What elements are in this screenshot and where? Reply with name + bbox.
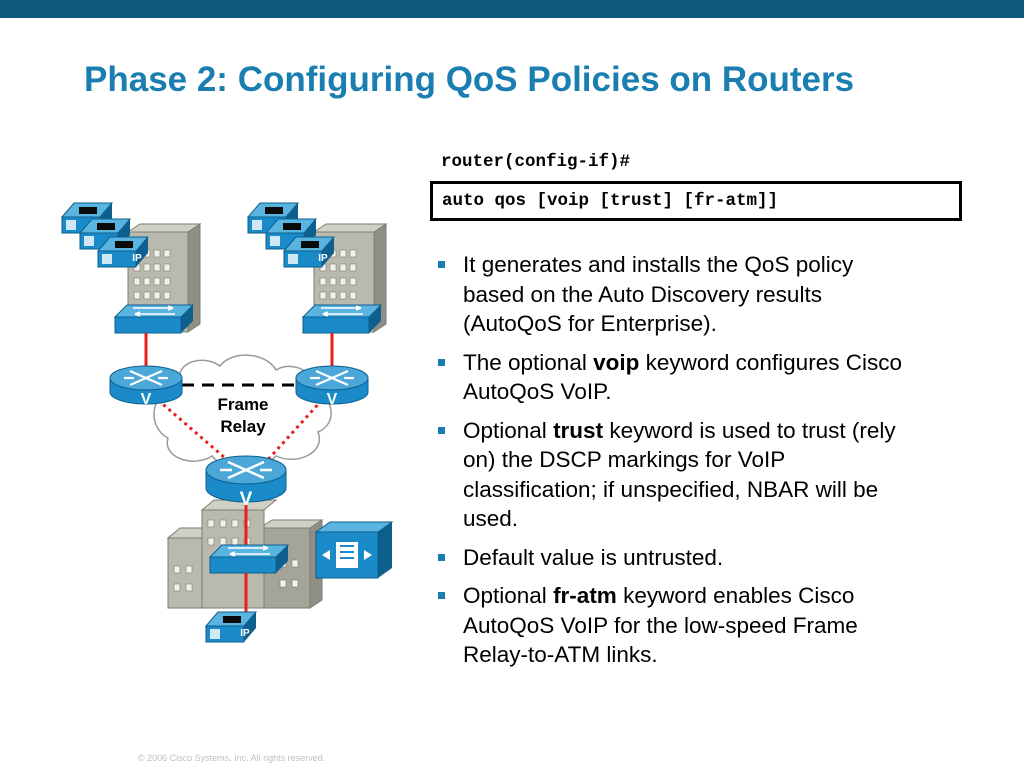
- switch-icon: [302, 304, 382, 334]
- bullet-text-after: keyword enables Cisco AutoQoS VoIP for t…: [463, 583, 858, 667]
- cloud-label-line1: Frame: [217, 395, 268, 414]
- router-label: V: [141, 391, 152, 408]
- bullet-item: Default value is untrusted.: [438, 543, 918, 573]
- bullet-marker: [438, 553, 445, 561]
- cloud-label-line2: Relay: [220, 417, 266, 436]
- bullet-item: Optional trust keyword is used to trust …: [438, 416, 918, 534]
- router-label: V: [240, 489, 253, 510]
- switch-icon: [114, 304, 194, 334]
- network-diagram: IP IP Frame Relay V V: [61, 202, 394, 643]
- router-icon-left: V: [108, 364, 184, 408]
- frame-relay-cloud-icon: [153, 354, 332, 469]
- bullet-keyword: fr-atm: [553, 583, 617, 608]
- bullet-marker: [438, 592, 445, 599]
- bullet-text: Default value is untrusted.: [463, 544, 724, 570]
- router-icon-hq: V: [205, 455, 287, 510]
- bullet-keyword: voip: [593, 349, 640, 375]
- bullet-item: It generates and installs the QoS policy…: [438, 250, 918, 339]
- bullet-marker: [438, 358, 445, 366]
- bullet-text: Optional: [463, 417, 554, 443]
- router-icon-right: V: [294, 364, 370, 408]
- bullet-text: Optional: [463, 583, 554, 608]
- call-manager-icon: [314, 521, 394, 579]
- copyright-footer: © 2006 Cisco Systems, Inc. All rights re…: [138, 753, 326, 763]
- ip-phone-icon: IP: [97, 236, 149, 268]
- bullet-marker: [438, 426, 445, 434]
- switch-icon: [209, 544, 289, 574]
- phone-label: IP: [132, 253, 142, 264]
- bullet-keyword: trust: [553, 417, 604, 443]
- dotted-link-left: [157, 398, 233, 466]
- cli-prompt: router(config-if)#: [441, 152, 631, 172]
- bullet-text-after: keyword configures Cisco AutoQoS VoIP.: [463, 349, 902, 405]
- bullet-text-after: keyword is used to trust (rely on) the D…: [463, 417, 896, 532]
- bullet-marker: [438, 261, 445, 268]
- phone-label: IP: [240, 628, 250, 639]
- slide-title: Phase 2: Configuring QoS Policies on Rou…: [84, 60, 855, 99]
- bullet-text: It generates and installs the QoS policy…: [463, 252, 854, 336]
- cli-command-box: auto qos [voip [trust] [fr-atm]]: [430, 181, 962, 221]
- bullet-text: The optional: [463, 349, 594, 375]
- router-label: V: [327, 391, 338, 408]
- bullet-item: Optional fr-atm keyword enables Cisco Au…: [438, 581, 918, 670]
- phone-label: IP: [318, 253, 328, 264]
- cli-command: auto qos [voip [trust] [fr-atm]]: [442, 191, 779, 211]
- bullet-item: The optional voip keyword configures Cis…: [438, 348, 918, 407]
- dotted-link-right: [262, 398, 324, 466]
- bullet-list: It generates and installs the QoS policy…: [438, 250, 918, 679]
- ip-phone-icon: IP: [283, 236, 335, 268]
- top-bar: [0, 0, 1024, 18]
- ip-phone-icon: IP: [205, 611, 257, 643]
